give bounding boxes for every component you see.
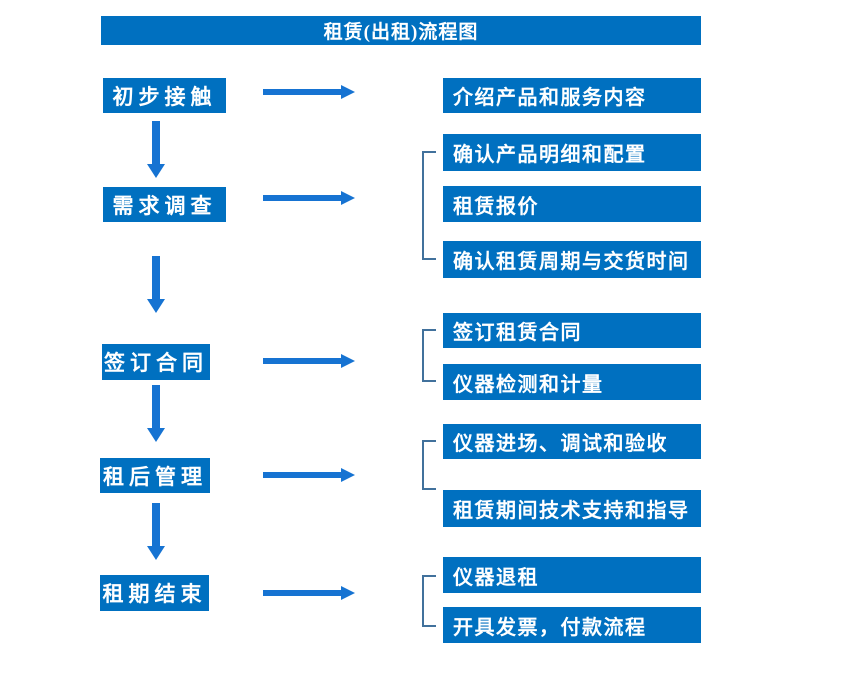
arrow-head [341, 85, 355, 99]
detail-box-invoice-payment: 开具发票，付款流程 [443, 607, 701, 643]
detail-box-tech-support: 租赁期间技术支持和指导 [443, 490, 701, 527]
detail-box-confirm-product-config: 确认产品明细和配置 [443, 134, 701, 171]
arrow-shaft [263, 590, 343, 596]
arrow-head [341, 468, 355, 482]
right-arrow-icon [263, 354, 355, 368]
detail-box-confirm-period-delivery: 确认租赁周期与交货时间 [443, 241, 701, 278]
step-box-sign-contract: 签订合同 [102, 344, 210, 380]
step-box-rental-end: 租期结束 [100, 575, 209, 611]
group-bracket-demand-survey [422, 151, 436, 260]
arrow-shaft [263, 358, 343, 364]
arrow-head [147, 546, 165, 560]
detail-box-rental-quote: 租赁报价 [443, 186, 701, 222]
arrow-shaft [152, 503, 160, 548]
detail-box-instrument-return: 仪器退租 [443, 557, 701, 593]
arrow-head [147, 299, 165, 313]
arrow-head [147, 428, 165, 442]
arrow-shaft [263, 89, 343, 95]
arrow-head [341, 191, 355, 205]
down-arrow-icon [147, 121, 165, 178]
flowchart-title: 租赁(出租)流程图 [101, 16, 701, 45]
step-box-demand-survey: 需求调查 [103, 187, 226, 222]
arrow-head [341, 586, 355, 600]
right-arrow-icon [263, 191, 355, 205]
detail-box-instrument-setup: 仪器进场、调试和验收 [443, 424, 701, 459]
group-bracket-post-rental [422, 440, 436, 490]
arrow-shaft [263, 195, 343, 201]
detail-box-instrument-testing: 仪器检测和计量 [443, 364, 701, 400]
arrow-head [147, 164, 165, 178]
detail-box-introduce-products: 介绍产品和服务内容 [443, 78, 701, 113]
arrow-shaft [152, 121, 160, 166]
down-arrow-icon [147, 385, 165, 442]
down-arrow-icon [147, 503, 165, 560]
step-box-initial-contact: 初步接触 [103, 78, 226, 113]
right-arrow-icon [263, 468, 355, 482]
arrow-shaft [152, 385, 160, 430]
step-box-post-rental-mgmt: 租后管理 [100, 458, 210, 493]
right-arrow-icon [263, 586, 355, 600]
arrow-head [341, 354, 355, 368]
down-arrow-icon [147, 256, 165, 313]
arrow-shaft [263, 472, 343, 478]
arrow-shaft [152, 256, 160, 301]
right-arrow-icon [263, 85, 355, 99]
detail-box-sign-rental-contract: 签订租赁合同 [443, 313, 701, 348]
group-bracket-sign-contract [422, 329, 436, 382]
group-bracket-rental-end [422, 575, 436, 627]
